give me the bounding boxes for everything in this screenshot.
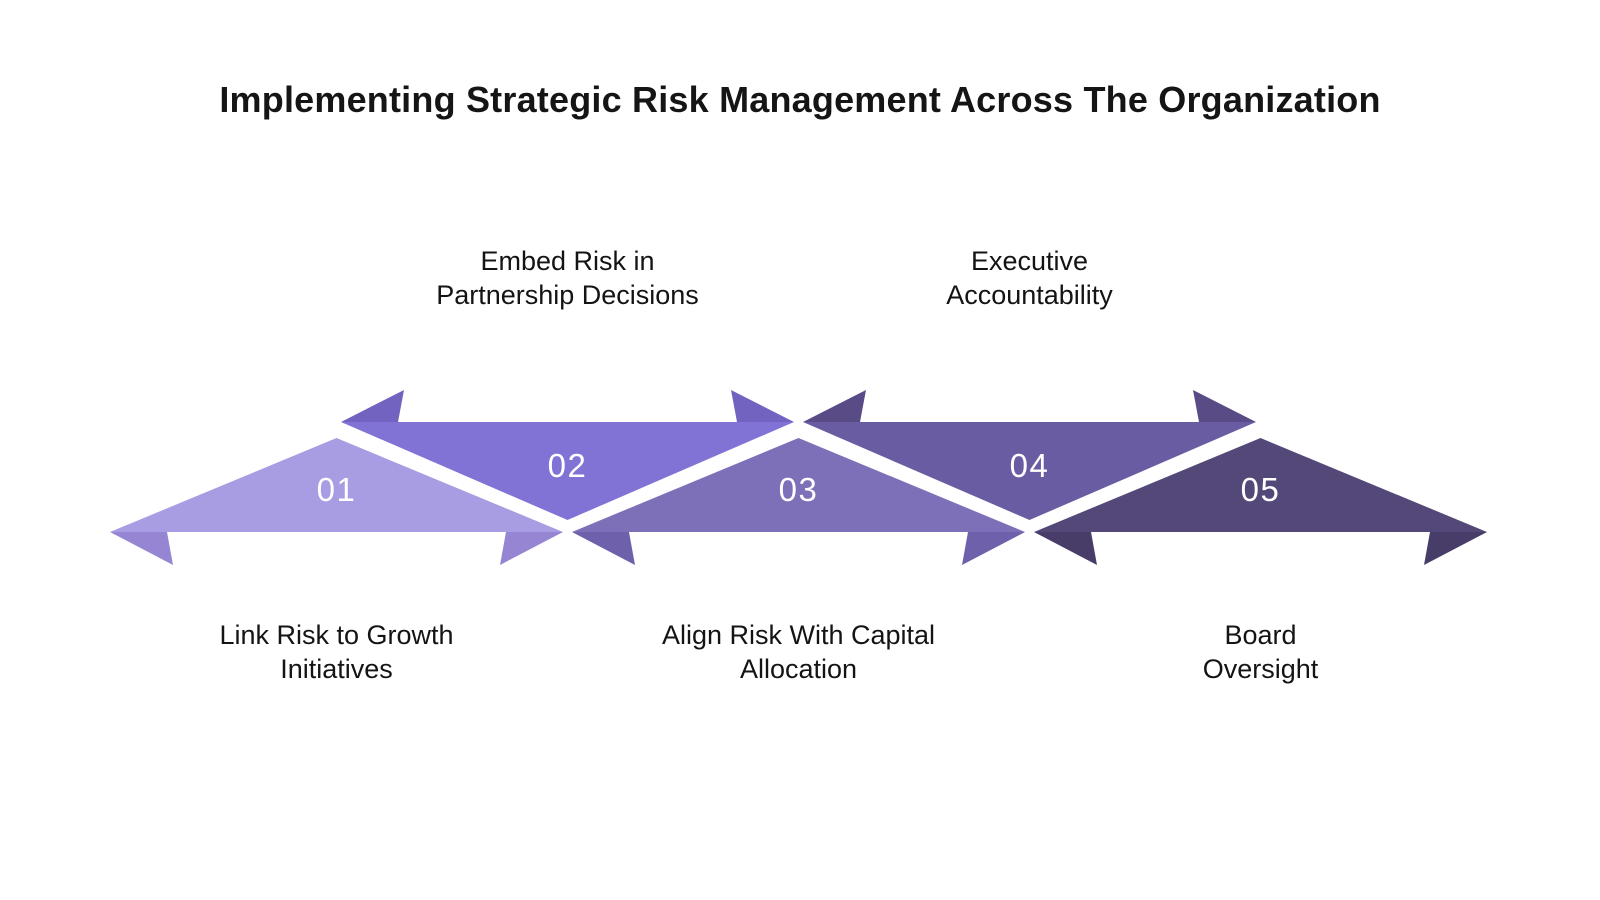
step-5-triangle: [1034, 438, 1487, 532]
step-1-shape: 01: [110, 438, 563, 565]
step-2-right-wing: [731, 390, 794, 422]
step-5-shape: 05: [1034, 438, 1487, 565]
step-4-number: 04: [1010, 447, 1050, 484]
step-5-number: 05: [1241, 471, 1281, 508]
step-5-left-wing: [1034, 532, 1097, 565]
step-4-triangle: [803, 422, 1256, 520]
step-4-left-wing: [803, 390, 866, 422]
step-4-label: Executive Accountability: [946, 246, 1113, 310]
page-title: Implementing Strategic Risk Management A…: [219, 79, 1381, 120]
step-3-triangle: [572, 438, 1025, 532]
step-2-left-wing: [341, 390, 404, 422]
step-2-number: 02: [548, 447, 588, 484]
step-1-triangle: [110, 438, 563, 532]
step-2-label: Embed Risk in Partnership Decisions: [436, 246, 699, 310]
step-2-shape: 02: [341, 390, 794, 520]
step-3-left-wing: [572, 532, 635, 565]
step-5-right-wing: [1424, 532, 1487, 565]
step-3-label: Align Risk With Capital Allocation: [661, 620, 936, 684]
step-1-right-wing: [500, 532, 563, 565]
step-4-shape: 04: [803, 390, 1256, 520]
step-4-right-wing: [1193, 390, 1256, 422]
step-3-shape: 03: [572, 438, 1025, 565]
step-3-number: 03: [779, 471, 819, 508]
step-3-right-wing: [962, 532, 1025, 565]
step-1-left-wing: [110, 532, 173, 565]
step-1-label: Link Risk to Growth Initiatives: [219, 620, 454, 684]
step-1-number: 01: [317, 471, 357, 508]
step-2-triangle: [341, 422, 794, 520]
step-5-label: Board Oversight: [1202, 620, 1319, 684]
